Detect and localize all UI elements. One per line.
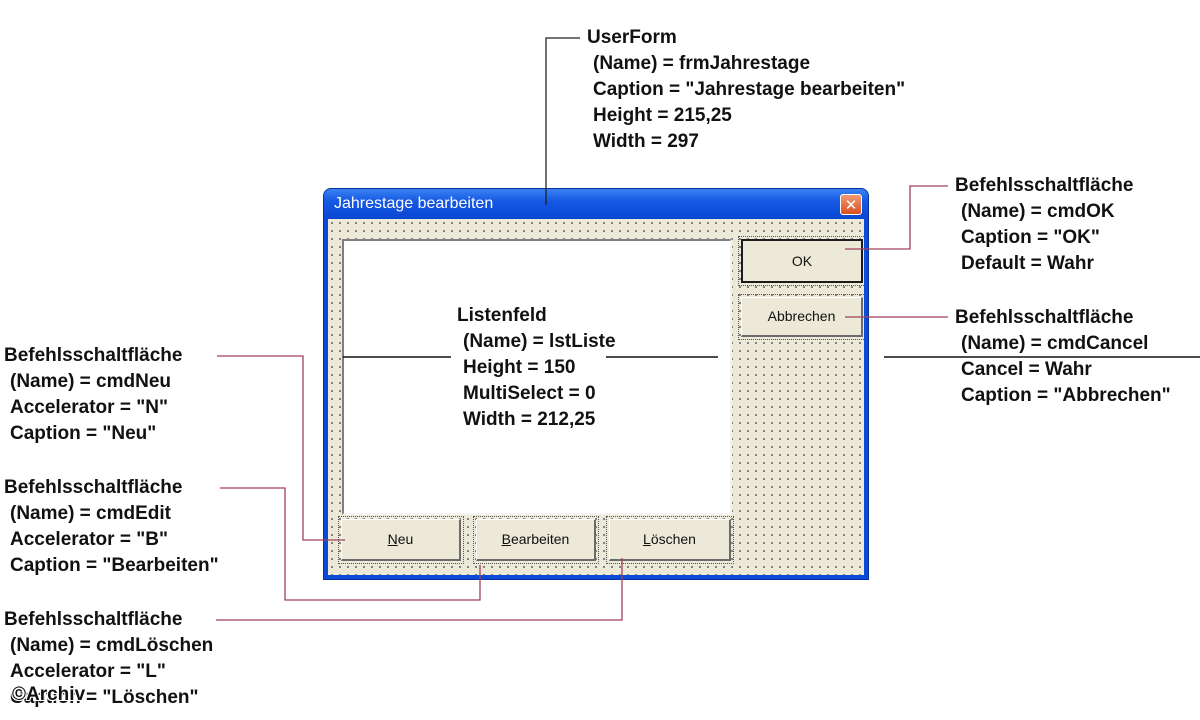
annotation-userform-prop: (Name) = frmJahrestage (593, 53, 811, 74)
annotation-listbox-prop: Width = 212,25 (463, 409, 596, 430)
ok-button[interactable]: OK (738, 236, 866, 286)
annotation-cmdloeschen-prop: Accelerator = "L" (10, 661, 166, 682)
annotation-userform-prop: Height = 215,25 (593, 105, 732, 126)
annotation-listbox-prop: Height = 150 (463, 357, 576, 378)
annotation-cmdneu-title: Befehlsschaltfläche (4, 345, 183, 366)
edit-button[interactable]: Bearbeiten (473, 516, 599, 564)
annotation-cmdneu-prop: Accelerator = "N" (10, 397, 168, 418)
annotation-cmdedit: Befehlsschaltfläche (Name) = cmdEdit Acc… (4, 475, 219, 579)
copyright-watermark: ©Archiv (12, 684, 86, 705)
delete-button-label: öschen (650, 531, 696, 547)
annotation-listbox-prop: MultiSelect = 0 (463, 383, 596, 404)
annotation-listbox-prop: (Name) = lstListe (463, 331, 616, 352)
annotation-cmdneu-prop: (Name) = cmdNeu (10, 371, 172, 392)
annotation-cmdok-prop: Default = Wahr (961, 253, 1094, 274)
annotation-cmdedit-prop: Caption = "Bearbeiten" (10, 555, 219, 576)
annotation-cmdedit-prop: (Name) = cmdEdit (10, 503, 172, 524)
edit-button-label: earbeiten (510, 531, 570, 547)
new-button[interactable]: Neu (338, 516, 464, 564)
new-button-label: eu (397, 531, 414, 547)
annotation-cmdcancel-prop: Cancel = Wahr (961, 359, 1092, 380)
annotation-cmdloeschen-title: Befehlsschaltfläche (4, 609, 183, 630)
annotation-cmdedit-title: Befehlsschaltfläche (4, 477, 183, 498)
delete-button-mnemonic: L (643, 531, 651, 547)
annotation-cmdloeschen-prop: Caption = "Löschen" (10, 687, 199, 708)
annotation-cmdcancel-prop: (Name) = cmdCancel (961, 333, 1149, 354)
annotation-userform-prop: Width = 297 (593, 131, 699, 152)
delete-button[interactable]: Löschen (606, 516, 734, 564)
annotation-cmdedit-prop: Accelerator = "B" (10, 529, 168, 550)
annotation-cmdloeschen-prop: (Name) = cmdLöschen (10, 635, 214, 656)
annotation-cmdcancel-prop: Caption = "Abbrechen" (961, 385, 1171, 406)
dialog-title: Jahrestage bearbeiten (334, 195, 494, 212)
annotation-cmdcancel: Befehlsschaltfläche (Name) = cmdCancel C… (955, 305, 1171, 409)
userform-dialog: Jahrestage bearbeiten ✕ OK Abbrechen Neu… (323, 188, 869, 580)
leader-userform (545, 37, 580, 205)
annotation-cmdneu: Befehlsschaltfläche (Name) = cmdNeu Acce… (4, 343, 182, 447)
annotation-cmdneu-prop: Caption = "Neu" (10, 423, 157, 444)
annotation-cmdok-prop: Caption = "OK" (961, 227, 1100, 248)
annotation-cmdloeschen: Befehlsschaltfläche (Name) = cmdLöschen … (4, 607, 213, 711)
title-bar: Jahrestage bearbeiten ✕ (324, 189, 868, 219)
annotation-userform-title: UserForm (587, 27, 677, 48)
annotation-listbox: Listenfeld (Name) = lstListe Height = 15… (457, 303, 616, 433)
listbox-lstliste[interactable] (342, 239, 732, 515)
annotation-cmdok-title: Befehlsschaltfläche (955, 175, 1134, 196)
annotation-userform-prop: Caption = "Jahrestage bearbeiten" (593, 79, 906, 100)
annotation-cmdok-prop: (Name) = cmdOK (961, 201, 1115, 222)
close-icon[interactable]: ✕ (840, 194, 862, 215)
annotation-cmdok: Befehlsschaltfläche (Name) = cmdOK Capti… (955, 173, 1133, 277)
annotation-userform: UserForm (Name) = frmJahrestage Caption … (587, 25, 905, 155)
new-button-mnemonic: N (387, 531, 398, 547)
cancel-button[interactable]: Abbrechen (738, 294, 866, 340)
edit-button-mnemonic: B (501, 531, 511, 547)
annotation-cmdcancel-title: Befehlsschaltfläche (955, 307, 1134, 328)
annotation-listbox-title: Listenfeld (457, 305, 547, 326)
ok-button-label: OK (791, 253, 813, 269)
cancel-button-label: Abbrechen (767, 308, 836, 324)
